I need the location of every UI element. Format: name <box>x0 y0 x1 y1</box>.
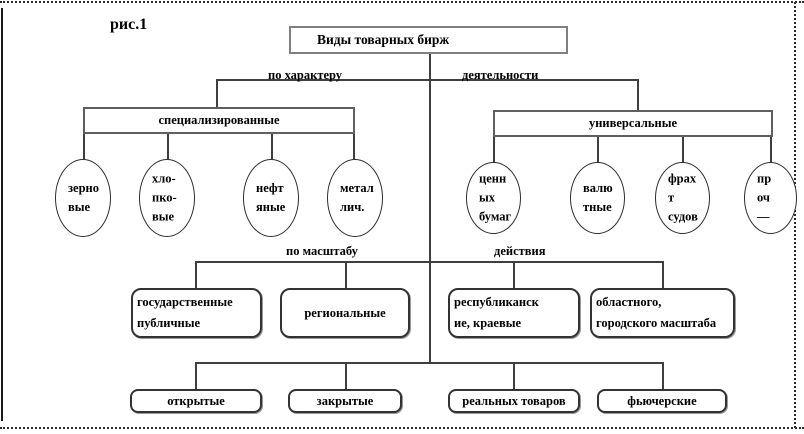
ellipse-other: пр оч — <box>744 162 797 234</box>
connector-type-stub-4 <box>662 362 664 389</box>
ellipse-freight: фрах т судов <box>655 162 710 234</box>
root-node: Виды товарных бирж <box>289 26 568 54</box>
connector-spec-stub-1 <box>83 134 85 159</box>
connector-branch1-horizontal <box>216 79 638 81</box>
box-oblast-city: областного, городского масштаба <box>590 288 735 338</box>
ellipse-cotton: хло- пко- вые <box>139 159 195 237</box>
box-republican: республиканск ие, краевые <box>448 288 580 338</box>
border-left-solid <box>1 8 3 421</box>
ellipse-securities-label: ценн ых бумаг <box>479 171 512 224</box>
criteria-activity-label: деятельности <box>462 68 539 82</box>
box-futures: фьючерские <box>597 389 727 413</box>
connector-type-stub-3 <box>513 362 515 389</box>
connector-scale-stub-2 <box>345 261 347 288</box>
group-universal: универсальные <box>493 110 773 137</box>
ellipse-securities: ценн ых бумаг <box>466 162 521 234</box>
ellipse-other-label: пр оч — <box>757 171 772 224</box>
border-top-dotted <box>0 1 804 3</box>
ellipse-currency-label: валю тные <box>583 181 613 214</box>
box-real-goods: реальных товаров <box>448 389 580 413</box>
connector-branch2-horizontal <box>195 261 664 263</box>
connector-root-vertical <box>429 54 431 363</box>
figure-label: рис.1 <box>110 16 148 33</box>
border-right-dotted <box>794 2 796 428</box>
connector-spec-stub-3 <box>271 134 273 159</box>
connector-univ-stub-2 <box>597 137 599 162</box>
connector-univ-stub-4 <box>770 137 772 162</box>
ellipse-grain: зерно вые <box>55 159 111 237</box>
border-bottom-dotted <box>0 427 804 429</box>
box-open: открытые <box>130 389 262 413</box>
box-closed: закрытые <box>288 389 402 413</box>
connector-scale-stub-4 <box>662 261 664 288</box>
connector-univ-stub-1 <box>493 137 495 162</box>
connector-spec-stub-4 <box>353 134 355 159</box>
ellipse-metal-label: метал лич. <box>340 181 374 214</box>
connector-spec-stub-2 <box>167 134 169 159</box>
connector-scale-stub-1 <box>195 261 197 288</box>
ellipse-oil: нефт яные <box>243 159 299 237</box>
criteria-action-label: действия <box>494 244 546 258</box>
ellipse-currency: валю тные <box>570 162 625 234</box>
ellipse-oil-label: нефт яные <box>256 181 286 214</box>
connector-branch1-right-drop <box>637 79 639 110</box>
group-specialized: специализированные <box>83 107 355 134</box>
box-regional: региональные <box>280 288 410 338</box>
connector-scale-stub-3 <box>513 261 515 288</box>
connector-univ-stub-3 <box>682 137 684 162</box>
criteria-scale-label: по масштабу <box>286 244 358 258</box>
connector-type-stub-2 <box>345 362 347 389</box>
box-state-public: государственные публичные <box>131 288 262 338</box>
connector-branch1-left-drop <box>216 79 218 107</box>
connector-type-stub-1 <box>195 362 197 389</box>
criteria-character-label: по характеру <box>268 68 343 82</box>
ellipse-freight-label: фрах т судов <box>668 171 698 224</box>
ellipse-cotton-label: хло- пко- вые <box>152 171 177 224</box>
connector-branch3-horizontal <box>195 362 664 364</box>
ellipse-grain-label: зерно вые <box>68 181 99 214</box>
ellipse-metal: метал лич. <box>327 159 383 237</box>
